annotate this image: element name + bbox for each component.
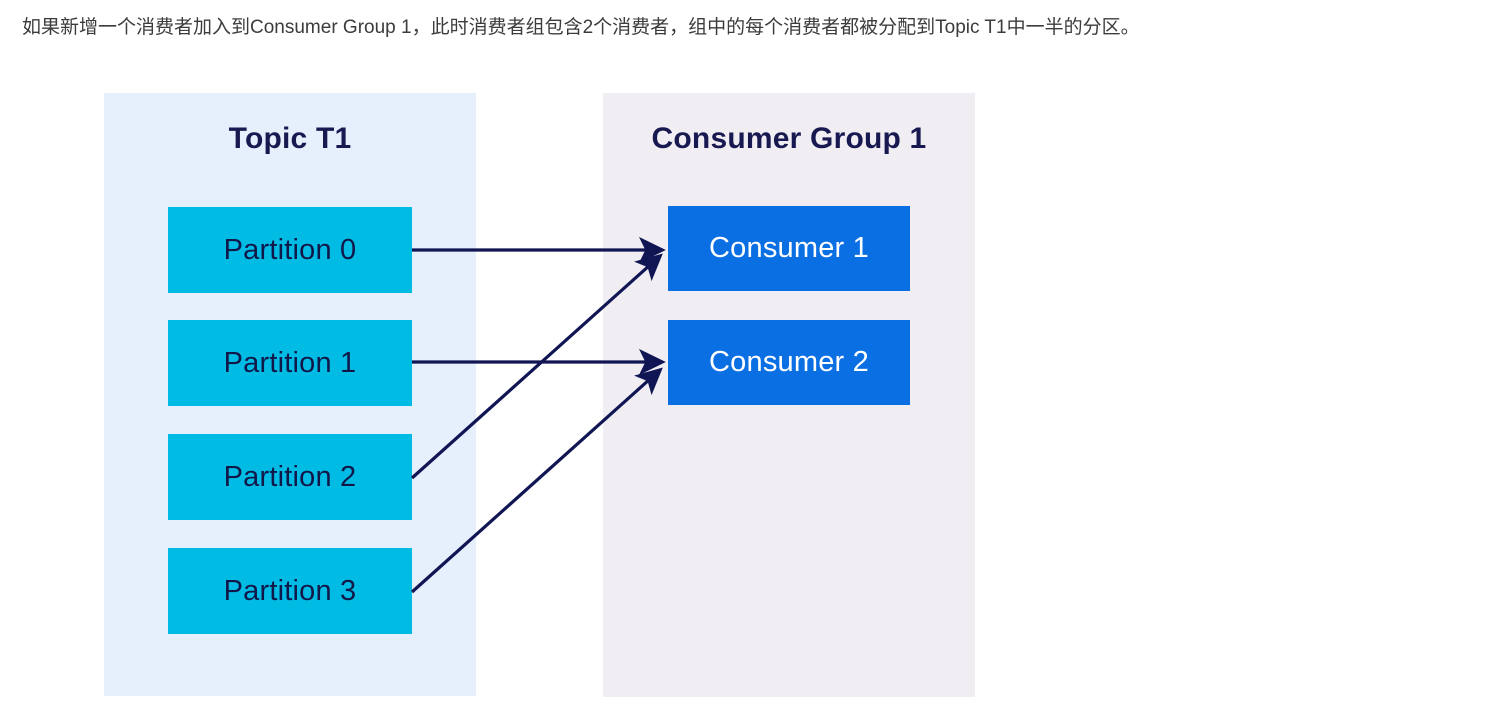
consumer-group-panel-title: Consumer Group 1 [651, 122, 927, 155]
consumer-box-2[interactable]: Consumer 2 [668, 320, 910, 405]
partition-box-0[interactable]: Partition 0 [168, 207, 412, 293]
topic-panel-title: Topic T1 [228, 122, 352, 155]
partition-box-2[interactable]: Partition 2 [168, 434, 412, 520]
partition-box-3[interactable]: Partition 3 [168, 548, 412, 634]
consumer-box-1[interactable]: Consumer 1 [668, 206, 910, 291]
partition-box-1[interactable]: Partition 1 [168, 320, 412, 406]
caption-text: 如果新增一个消费者加入到Consumer Group 1，此时消费者组包含2个消… [22, 17, 1140, 38]
